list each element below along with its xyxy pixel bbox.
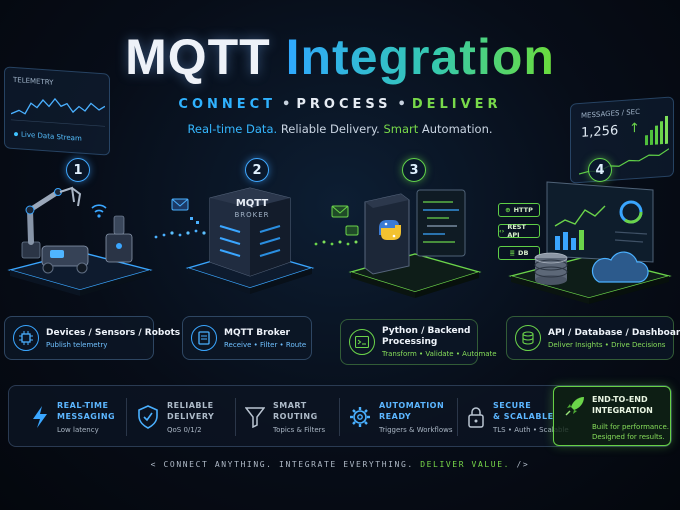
tagline-dot: • (282, 97, 291, 112)
lightning-icon (33, 406, 47, 428)
footer-connect: CONNECT ANYTHING. (163, 460, 273, 469)
funnel-icon (245, 407, 265, 428)
divider (457, 398, 458, 436)
live-dot-icon (14, 131, 18, 137)
db-small-icon: ≣ (509, 249, 516, 257)
title-mqtt: MQTT (125, 29, 271, 85)
tagline-dot: • (397, 97, 406, 112)
telemetry-title: TELEMETRY (13, 75, 54, 87)
python-illustration (348, 189, 482, 298)
stage-processing-title-1: Python / Backend (382, 326, 471, 336)
divider (126, 398, 127, 436)
stage-devices-title: Devices / Sensors / Robots (46, 327, 181, 338)
tagline-process: PROCESS (296, 97, 392, 112)
footer-open: < (150, 460, 158, 469)
tagline: CONNECT • PROCESS • DELIVER (0, 97, 680, 112)
stage-delivery-title: API / Database / Dashboard (548, 327, 680, 338)
stage-delivery-card: API / Database / Dashboard Deliver Insig… (506, 316, 680, 360)
divider (235, 398, 236, 436)
highlight-title-2: INTEGRATION (592, 406, 653, 415)
globe-icon: ⊕ (505, 206, 511, 214)
feature-routing: SMART ROUTING Topics & Filters (245, 386, 325, 448)
broker-device-label: MQTT (235, 198, 269, 209)
telemetry-status: Live Data Stream (21, 130, 82, 143)
messages-value: 1,256 (581, 123, 619, 141)
footer-slogan: < CONNECT ANYTHING. INTEGRATE EVERYTHING… (0, 460, 680, 469)
telemetry-panel: TELEMETRY Live Data Stream (4, 66, 110, 156)
server-icon (191, 325, 217, 351)
stage-broker-subtitle: Receive • Filter • Route (224, 340, 307, 349)
end-to-end-highlight: END-TO-END INTEGRATION Built for perform… (553, 386, 671, 446)
tagline-connect: CONNECT (178, 97, 277, 112)
data-stream-1 (154, 198, 206, 239)
database-icon (515, 325, 541, 351)
divider (339, 398, 340, 436)
data-stream-2 (314, 205, 359, 246)
stage-processing-title-2: Processing (382, 337, 438, 347)
messages-panel: MESSAGES / SEC 1,256 ↑ (570, 96, 674, 184)
stage-processing-card: Python / Backend Processing Transform • … (340, 319, 497, 365)
stage-delivery-subtitle: Deliver Insights • Drive Decisions (548, 340, 666, 349)
lock-icon (468, 407, 484, 428)
subtitle-reliable: Reliable Delivery. (280, 122, 380, 136)
messages-title: MESSAGES / SEC (581, 107, 640, 120)
stage-processing-subtitle: Transform • Validate • Automate (382, 350, 497, 358)
subtitle-smart: Smart (383, 122, 419, 136)
chip-icon (13, 325, 39, 351)
endpoint-http: ⊕HTTP (498, 203, 540, 217)
code-icon: ‹› (499, 227, 505, 235)
messages-bars (645, 115, 668, 146)
feature-reliable: RELIABLE DELIVERY QoS 0/1/2 (137, 386, 214, 448)
terminal-icon (349, 329, 375, 355)
subtitle: Real-time Data. Reliable Delivery. Smart… (0, 122, 680, 136)
page-title: MQTT Integration (0, 28, 680, 86)
stage-devices-card: Devices / Sensors / Robots Publish telem… (4, 316, 180, 360)
feature-realtime: REAL-TIME MESSAGING Low latency (31, 386, 115, 448)
devices-illustration (7, 186, 153, 296)
endpoint-rest-api: ‹›REST API (498, 223, 540, 239)
subtitle-automation: Automation. (421, 122, 493, 136)
trend-up-icon: ↑ (629, 120, 640, 137)
tagline-deliver: DELIVER (411, 97, 502, 112)
step-number-1: 1 (66, 158, 90, 182)
highlight-sub-2: Designed for results. (592, 433, 665, 441)
stage-broker-title: MQTT Broker (224, 327, 290, 338)
step-number-3: 3 (402, 158, 426, 182)
endpoint-db: ≣DB (498, 246, 540, 260)
step-number-4: 4 (588, 158, 612, 182)
footer-deliver: DELIVER VALUE. (420, 460, 511, 469)
broker-illustration (185, 187, 315, 294)
feature-automation: AUTOMATION READY Triggers & Workflows (349, 386, 453, 448)
feature-secure: SECURE & SCALABLE TLS • Auth • Scalable (467, 386, 569, 448)
highlight-title-1: END-TO-END (592, 395, 648, 404)
shield-check-icon (138, 405, 158, 429)
dashboard-illustration (508, 181, 672, 304)
footer-integrate: INTEGRATE EVERYTHING. (279, 460, 414, 469)
stage-broker-card: MQTT Broker Receive • Filter • Route (182, 316, 312, 360)
subtitle-realtime: Real-time Data. (187, 122, 278, 136)
gear-icon (350, 407, 370, 427)
broker-device-sublabel: BROKER (234, 211, 270, 219)
highlight-sub-1: Built for performance. (592, 423, 670, 431)
step-number-2: 2 (245, 158, 269, 182)
title-integration: Integration (285, 29, 555, 85)
rocket-icon (565, 397, 584, 416)
footer-close: /> (516, 460, 530, 469)
stage-devices-subtitle: Publish telemetry (46, 340, 108, 349)
telemetry-chart (11, 97, 105, 127)
